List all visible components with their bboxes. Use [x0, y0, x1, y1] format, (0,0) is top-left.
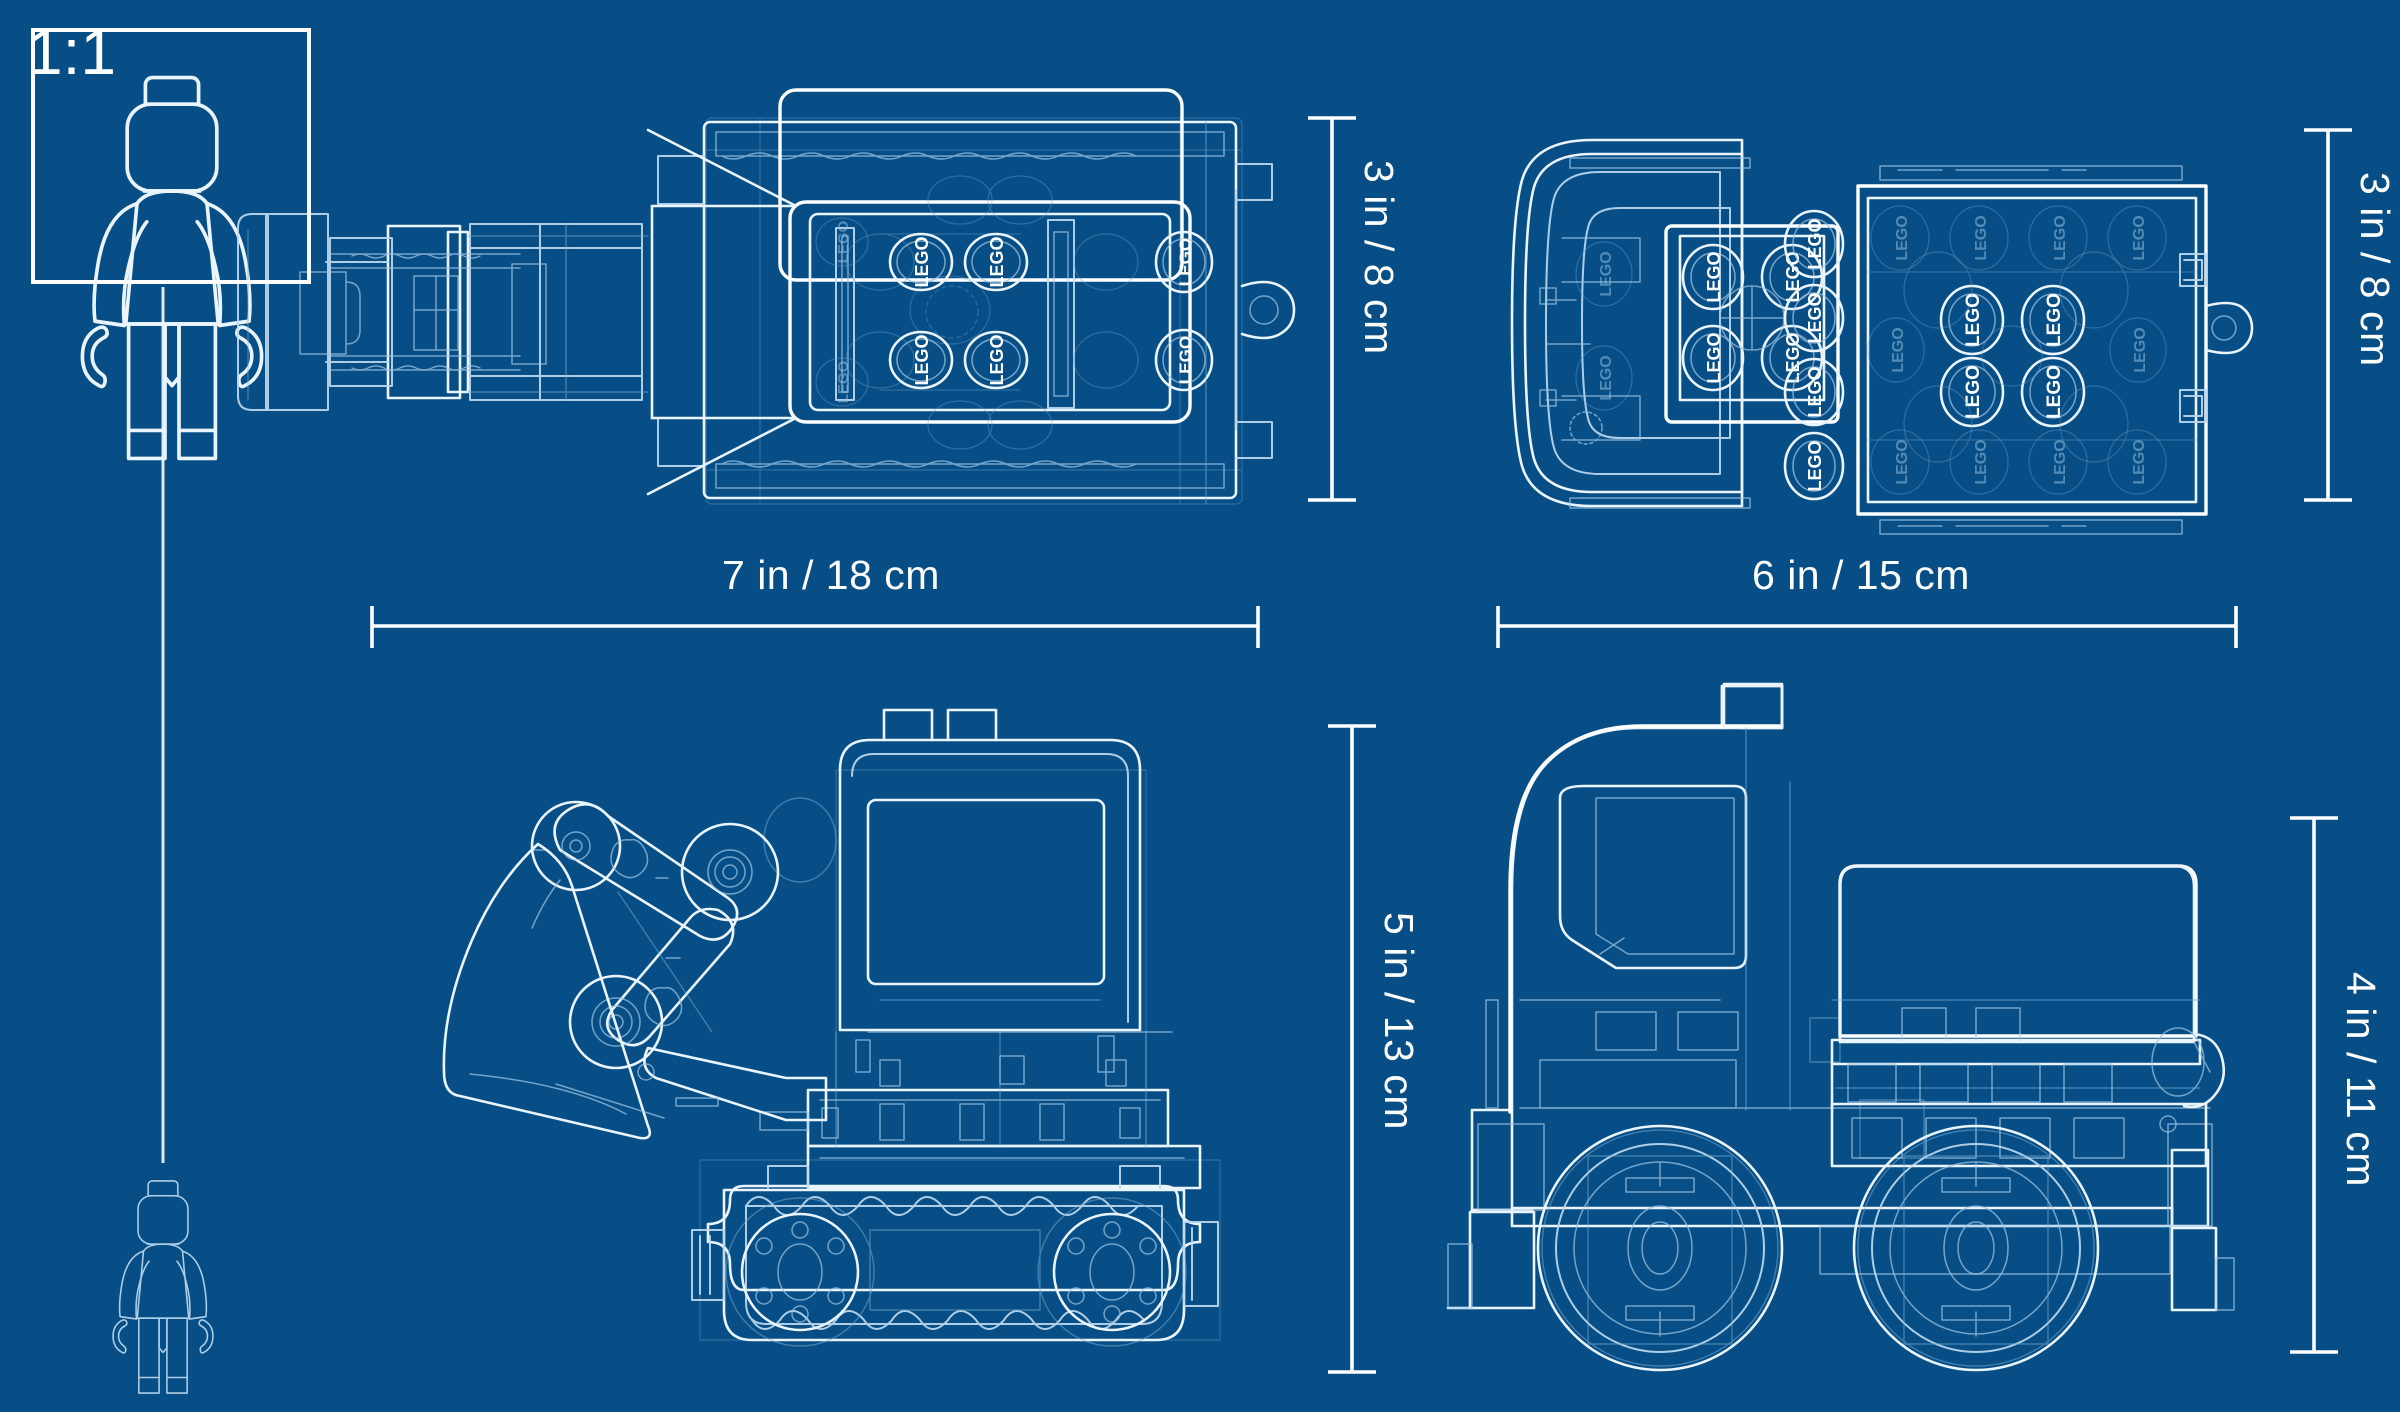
dimension-rule-truck-side-height [2290, 816, 2338, 1354]
lego-stud: LEGO [1681, 324, 1745, 392]
lego-stud: LEGO [2020, 284, 2086, 356]
dimension-label-excavator-top-height: 3 in / 8 cm [1356, 160, 1402, 355]
lego-stud-ghost: LEGO [1870, 429, 1930, 495]
lego-stud: LEGO [1681, 243, 1745, 311]
svg-text:LEGO: LEGO [1805, 366, 1825, 417]
scale-reference-box [31, 28, 311, 284]
dimension-label-excavator-top-width: 7 in / 18 cm [722, 552, 940, 598]
dimension-label-excavator-side-height: 5 in / 13 cm [1376, 912, 1422, 1130]
dimension-label-truck-top-width: 6 in / 15 cm [1752, 552, 1970, 598]
svg-text:LEGO: LEGO [912, 334, 932, 385]
lego-stud: LEGO [2020, 356, 2086, 428]
svg-text:LEGO: LEGO [1973, 439, 1990, 484]
lego-stud: LEGO [1783, 431, 1845, 501]
svg-text:LEGO: LEGO [2044, 293, 2065, 347]
lego-stud: LEGO [963, 330, 1029, 390]
minifigure-scale-1to1 [80, 75, 264, 461]
lego-stud-ghost: LEGO [2028, 205, 2088, 271]
lego-stud-ghost: LEGO [1575, 345, 1633, 411]
lego-stud: LEGO [888, 232, 954, 292]
svg-text:LEGO: LEGO [835, 360, 852, 403]
lego-stud-ghost: LEGO [815, 217, 869, 267]
truck-top-view: LEGO LEGO LEGO LEGO [1510, 138, 2254, 535]
dimension-label-truck-top-height: 3 in / 8 cm [2352, 172, 2398, 367]
svg-text:LEGO: LEGO [1963, 365, 1984, 419]
svg-text:LEGO: LEGO [2044, 365, 2065, 419]
svg-text:LEGO: LEGO [1805, 440, 1825, 491]
lego-stud-ghost: LEGO [1575, 241, 1633, 307]
svg-text:LEGO: LEGO [2131, 215, 2148, 260]
svg-text:LEGO: LEGO [987, 334, 1007, 385]
svg-text:LEGO: LEGO [1805, 218, 1825, 269]
lego-stud: LEGO [963, 232, 1029, 292]
truck-side-view [1446, 682, 2235, 1372]
svg-text:LEGO: LEGO [1894, 439, 1911, 484]
lego-stud: LEGO [1783, 209, 1845, 279]
svg-text:LEGO: LEGO [1598, 355, 1615, 400]
svg-text:LEGO: LEGO [1704, 251, 1724, 302]
svg-text:LEGO: LEGO [1176, 336, 1195, 384]
svg-text:LEGO: LEGO [912, 236, 932, 287]
lego-stud-ghost: LEGO [2109, 317, 2167, 383]
svg-text:LEGO: LEGO [2052, 215, 2069, 260]
svg-text:LEGO: LEGO [1805, 292, 1825, 343]
lego-stud: LEGO [1154, 230, 1214, 294]
lego-stud: LEGO [1939, 284, 2005, 356]
dimension-lines-layer [370, 116, 2352, 1374]
svg-text:LEGO: LEGO [1598, 251, 1615, 296]
lego-stud-ghost: LEGO [1867, 317, 1925, 383]
svg-text:LEGO: LEGO [2052, 439, 2069, 484]
dimension-label-truck-side-height: 4 in / 11 cm [2338, 972, 2384, 1187]
svg-text:LEGO: LEGO [1704, 332, 1724, 383]
svg-text:LEGO: LEGO [1894, 215, 1911, 260]
dimension-rule-truck-top-height [2304, 128, 2352, 502]
svg-text:LEGO: LEGO [2131, 439, 2148, 484]
lego-stud-ghost: LEGO [2028, 429, 2088, 495]
lego-stud-ghost: LEGO [815, 357, 869, 407]
dimension-rule-excavator-side-height [1328, 724, 1376, 1374]
lego-stud-ghost: LEGO [2107, 429, 2167, 495]
svg-text:LEGO: LEGO [1890, 327, 1907, 372]
scale-ratio-label: 1:1 [27, 16, 116, 88]
excavator-top-view: LEGO LEGO LEGO LEGO LEGO [237, 88, 1296, 505]
excavator-side-view [442, 708, 1221, 1347]
dimension-rule-excavator-top-height [1308, 116, 1356, 502]
lego-stud-ghost: LEGO [2107, 205, 2167, 271]
svg-text:LEGO: LEGO [1176, 238, 1195, 286]
dimension-rule-excavator-top-width [370, 606, 1260, 648]
svg-text:LEGO: LEGO [987, 236, 1007, 287]
svg-text:LEGO: LEGO [2132, 327, 2149, 372]
svg-text:LEGO: LEGO [835, 220, 852, 263]
lego-stud-ghost: LEGO [1949, 429, 2009, 495]
svg-text:LEGO: LEGO [1973, 215, 1990, 260]
lego-stud-ghost: LEGO [1870, 205, 1930, 271]
dimension-rule-truck-top-width [1496, 606, 2238, 648]
svg-text:LEGO: LEGO [1963, 293, 1984, 347]
lego-stud: LEGO [888, 330, 954, 390]
lego-stud: LEGO [1783, 283, 1845, 353]
lego-stud: LEGO [1783, 357, 1845, 427]
minifigure-small [112, 1180, 214, 1394]
lego-stud: LEGO [1939, 356, 2005, 428]
lego-stud-ghost: LEGO [1949, 205, 2009, 271]
lego-stud: LEGO [1154, 328, 1214, 392]
